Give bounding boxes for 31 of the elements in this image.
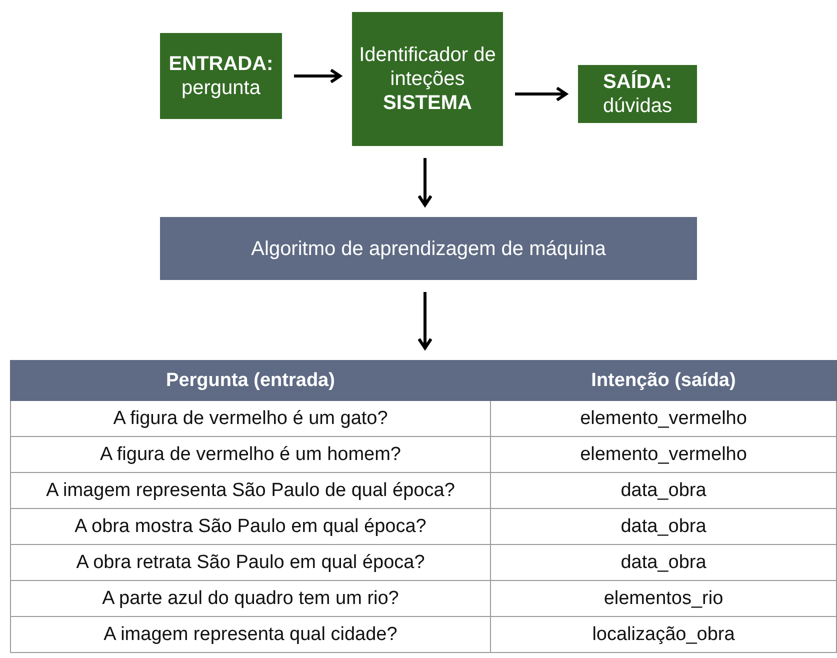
arrow [515,86,568,102]
table-cell: data_obra [490,508,836,544]
table-cell: A figura de vermelho é um homem? [10,436,490,472]
table-cell: A imagem representa qual cidade? [10,616,490,652]
table-cell: data_obra [490,544,836,580]
node-text: SISTEMA [383,91,472,115]
header-cell: Intenção (saída) [490,360,836,400]
table-cell: A figura de vermelho é um gato? [10,400,490,436]
table-cell: elementos_rio [490,580,836,616]
arrow [418,292,432,350]
node-text: SAÍDA: [603,70,672,94]
input-box [160,33,282,119]
node-text: ENTRADA: [168,52,274,76]
header-cell: Pergunta (entrada) [10,360,490,400]
table-cell: A parte azul do quadro tem um rio? [10,580,490,616]
table-cell: elemento_vermelho [490,436,836,472]
table-cell: A imagem representa São Paulo de qual época? [10,472,490,508]
arrow [294,68,342,84]
process-box [352,12,503,146]
node-text: Identificador de inteções [358,43,497,91]
arrow [418,158,432,206]
table-cell: localização_obra [490,616,836,652]
node-text: Algoritmo de aprendizagem de máquina [251,236,606,260]
process-box [160,217,697,280]
node-text: pergunta [182,76,260,100]
table-cell: A obra retrata São Paulo em qual época? [10,544,490,580]
node-text: dúvidas [603,94,672,118]
output-box [578,65,697,123]
table-cell: A obra mostra São Paulo em qual época? [10,508,490,544]
table-cell: data_obra [490,472,836,508]
table-cell: elemento_vermelho [490,400,836,436]
